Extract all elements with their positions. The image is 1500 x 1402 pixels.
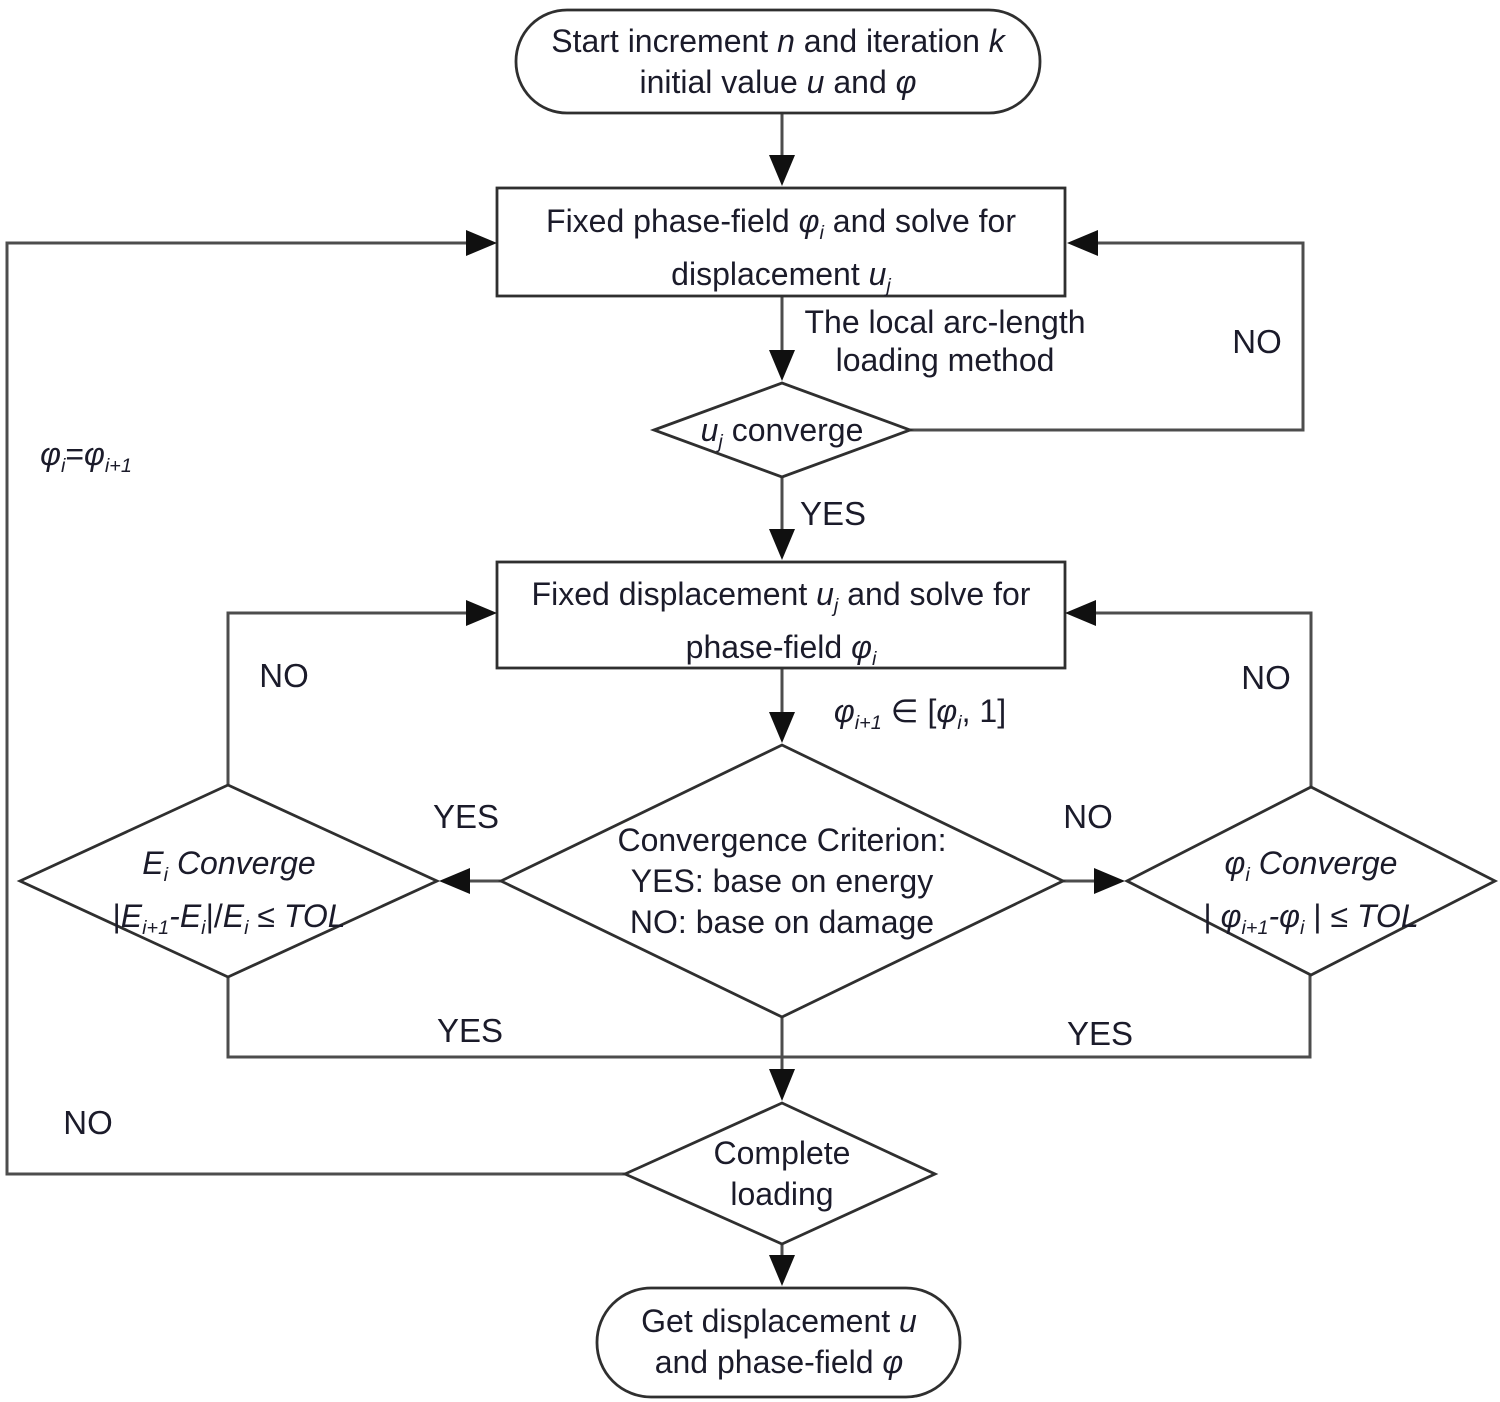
convergence-criterion-node-text: Convergence Criterion: YES: base on ener… bbox=[542, 820, 1022, 943]
arrowhead-into-uj-converge bbox=[769, 350, 795, 381]
end-terminator-shape bbox=[595, 1286, 962, 1399]
arrowhead-into-solve-displacement-top bbox=[769, 155, 795, 186]
node-shapes bbox=[16, 8, 1499, 1399]
edge-label-loading-no: NO bbox=[63, 1104, 113, 1141]
arc-length-annotation: The local arc-length loading method bbox=[790, 303, 1100, 379]
arrowheads bbox=[439, 155, 1125, 1286]
complete-loading-line-1: Complete bbox=[713, 1135, 851, 1171]
arrowhead-into-solve-displacement-right bbox=[1067, 230, 1098, 256]
arc-length-line-2: loading method bbox=[835, 342, 1055, 378]
arrowhead-into-criterion bbox=[769, 712, 795, 743]
start-terminator-shape bbox=[514, 8, 1042, 115]
arrowhead-into-solve-phase-field-right bbox=[1065, 600, 1096, 626]
phi-range-annotation: φi+1 ∈ [φi, 1] bbox=[800, 691, 1040, 744]
start-line-1: Start increment n and iteration k bbox=[551, 23, 1005, 59]
arrowhead-into-solve-phase-field-left bbox=[466, 600, 497, 626]
solve-displacement-line-2: displacement uj bbox=[671, 255, 891, 297]
phi-converge-line-2: | φi+1-φi | ≤ TOL bbox=[1203, 897, 1419, 939]
end-node-text: Get displacement u and phase-field φ bbox=[602, 1301, 956, 1383]
solve-phase-field-line-2: phase-field φi bbox=[685, 628, 877, 670]
energy-converge-node-text: Ei Converge |Ei+1-Ei|/Ei ≤ TOL bbox=[40, 843, 418, 949]
phi-range-line-1: φi+1 ∈ [φi, 1] bbox=[833, 693, 1007, 734]
phi-update-line-1: φi=φi+1 bbox=[40, 436, 132, 477]
arrowhead-into-end bbox=[769, 1255, 795, 1286]
edge-label-uj-no: NO bbox=[1232, 323, 1282, 360]
phi-converge-node-text: φi Converge | φi+1-φi | ≤ TOL bbox=[1136, 843, 1486, 949]
solve-phase-field-node-text: Fixed displacement uj and solve for phas… bbox=[500, 574, 1062, 680]
criterion-line-3: NO: base on damage bbox=[629, 904, 935, 940]
criterion-line-2: YES: base on energy bbox=[630, 863, 934, 899]
start-line-2: initial value u and φ bbox=[639, 64, 917, 100]
edge-label-phi-no: NO bbox=[1241, 659, 1291, 696]
complete-loading-decision-shape bbox=[621, 1101, 939, 1246]
edge-phi-no-loop bbox=[1092, 611, 1313, 787]
edge-label-criterion-yes: YES bbox=[432, 798, 500, 835]
edge-label-energy-no: NO bbox=[259, 657, 309, 694]
energy-converge-line-2: |Ei+1-Ei|/Ei ≤ TOL bbox=[112, 897, 346, 939]
complete-loading-node-text: Complete loading bbox=[662, 1133, 902, 1215]
arrowhead-into-energy-converge bbox=[439, 868, 470, 894]
uj-converge-line-1: uj converge bbox=[700, 412, 864, 453]
end-line-2: and phase-field φ bbox=[654, 1344, 904, 1380]
solve-displacement-process-shape bbox=[495, 186, 1067, 298]
connectors bbox=[5, 113, 1313, 1258]
energy-converge-decision-shape bbox=[16, 783, 441, 979]
phi-converge-decision-shape bbox=[1123, 785, 1499, 977]
criterion-line-1: Convergence Criterion: bbox=[617, 822, 947, 858]
arrowhead-into-solve-displacement-left bbox=[466, 230, 497, 256]
solve-displacement-node-text: Fixed phase-field φi and solve for displ… bbox=[500, 201, 1062, 307]
uj-converge-decision-shape bbox=[649, 381, 915, 479]
end-line-1: Get displacement u bbox=[641, 1303, 917, 1339]
edge-label-energy-yes: YES bbox=[436, 1012, 504, 1049]
uj-converge-node-text: uj converge bbox=[654, 410, 910, 463]
phi-update-annotation: φi=φi+1 bbox=[16, 434, 156, 487]
edge-loading-no-loop bbox=[5, 241, 625, 1176]
solve-displacement-line-1: Fixed phase-field φi and solve for bbox=[546, 203, 1016, 244]
arrowhead-into-phi-converge bbox=[1094, 868, 1125, 894]
complete-loading-line-2: loading bbox=[730, 1176, 834, 1212]
start-node-text: Start increment n and iteration k initia… bbox=[520, 21, 1036, 103]
solve-phase-field-process-shape bbox=[495, 560, 1067, 670]
edge-label-criterion-no: NO bbox=[1063, 798, 1113, 835]
edge-yes-merge bbox=[226, 975, 1312, 1059]
edge-label-phi-yes: YES bbox=[1066, 1015, 1134, 1052]
energy-converge-line-1: Ei Converge bbox=[142, 845, 316, 886]
convergence-criterion-decision-shape bbox=[497, 743, 1067, 1019]
solve-phase-field-line-1: Fixed displacement uj and solve for bbox=[531, 576, 1031, 617]
arrowhead-into-complete-loading bbox=[769, 1069, 795, 1101]
arc-length-line-1: The local arc-length bbox=[804, 304, 1086, 340]
phi-converge-line-1: φi Converge bbox=[1224, 845, 1398, 886]
edge-label-uj-yes: YES bbox=[799, 495, 867, 532]
edge-uj-no-loop bbox=[910, 241, 1305, 432]
edge-energy-no-loop bbox=[226, 611, 470, 785]
arrowhead-into-solve-phase-field-top bbox=[769, 529, 795, 560]
